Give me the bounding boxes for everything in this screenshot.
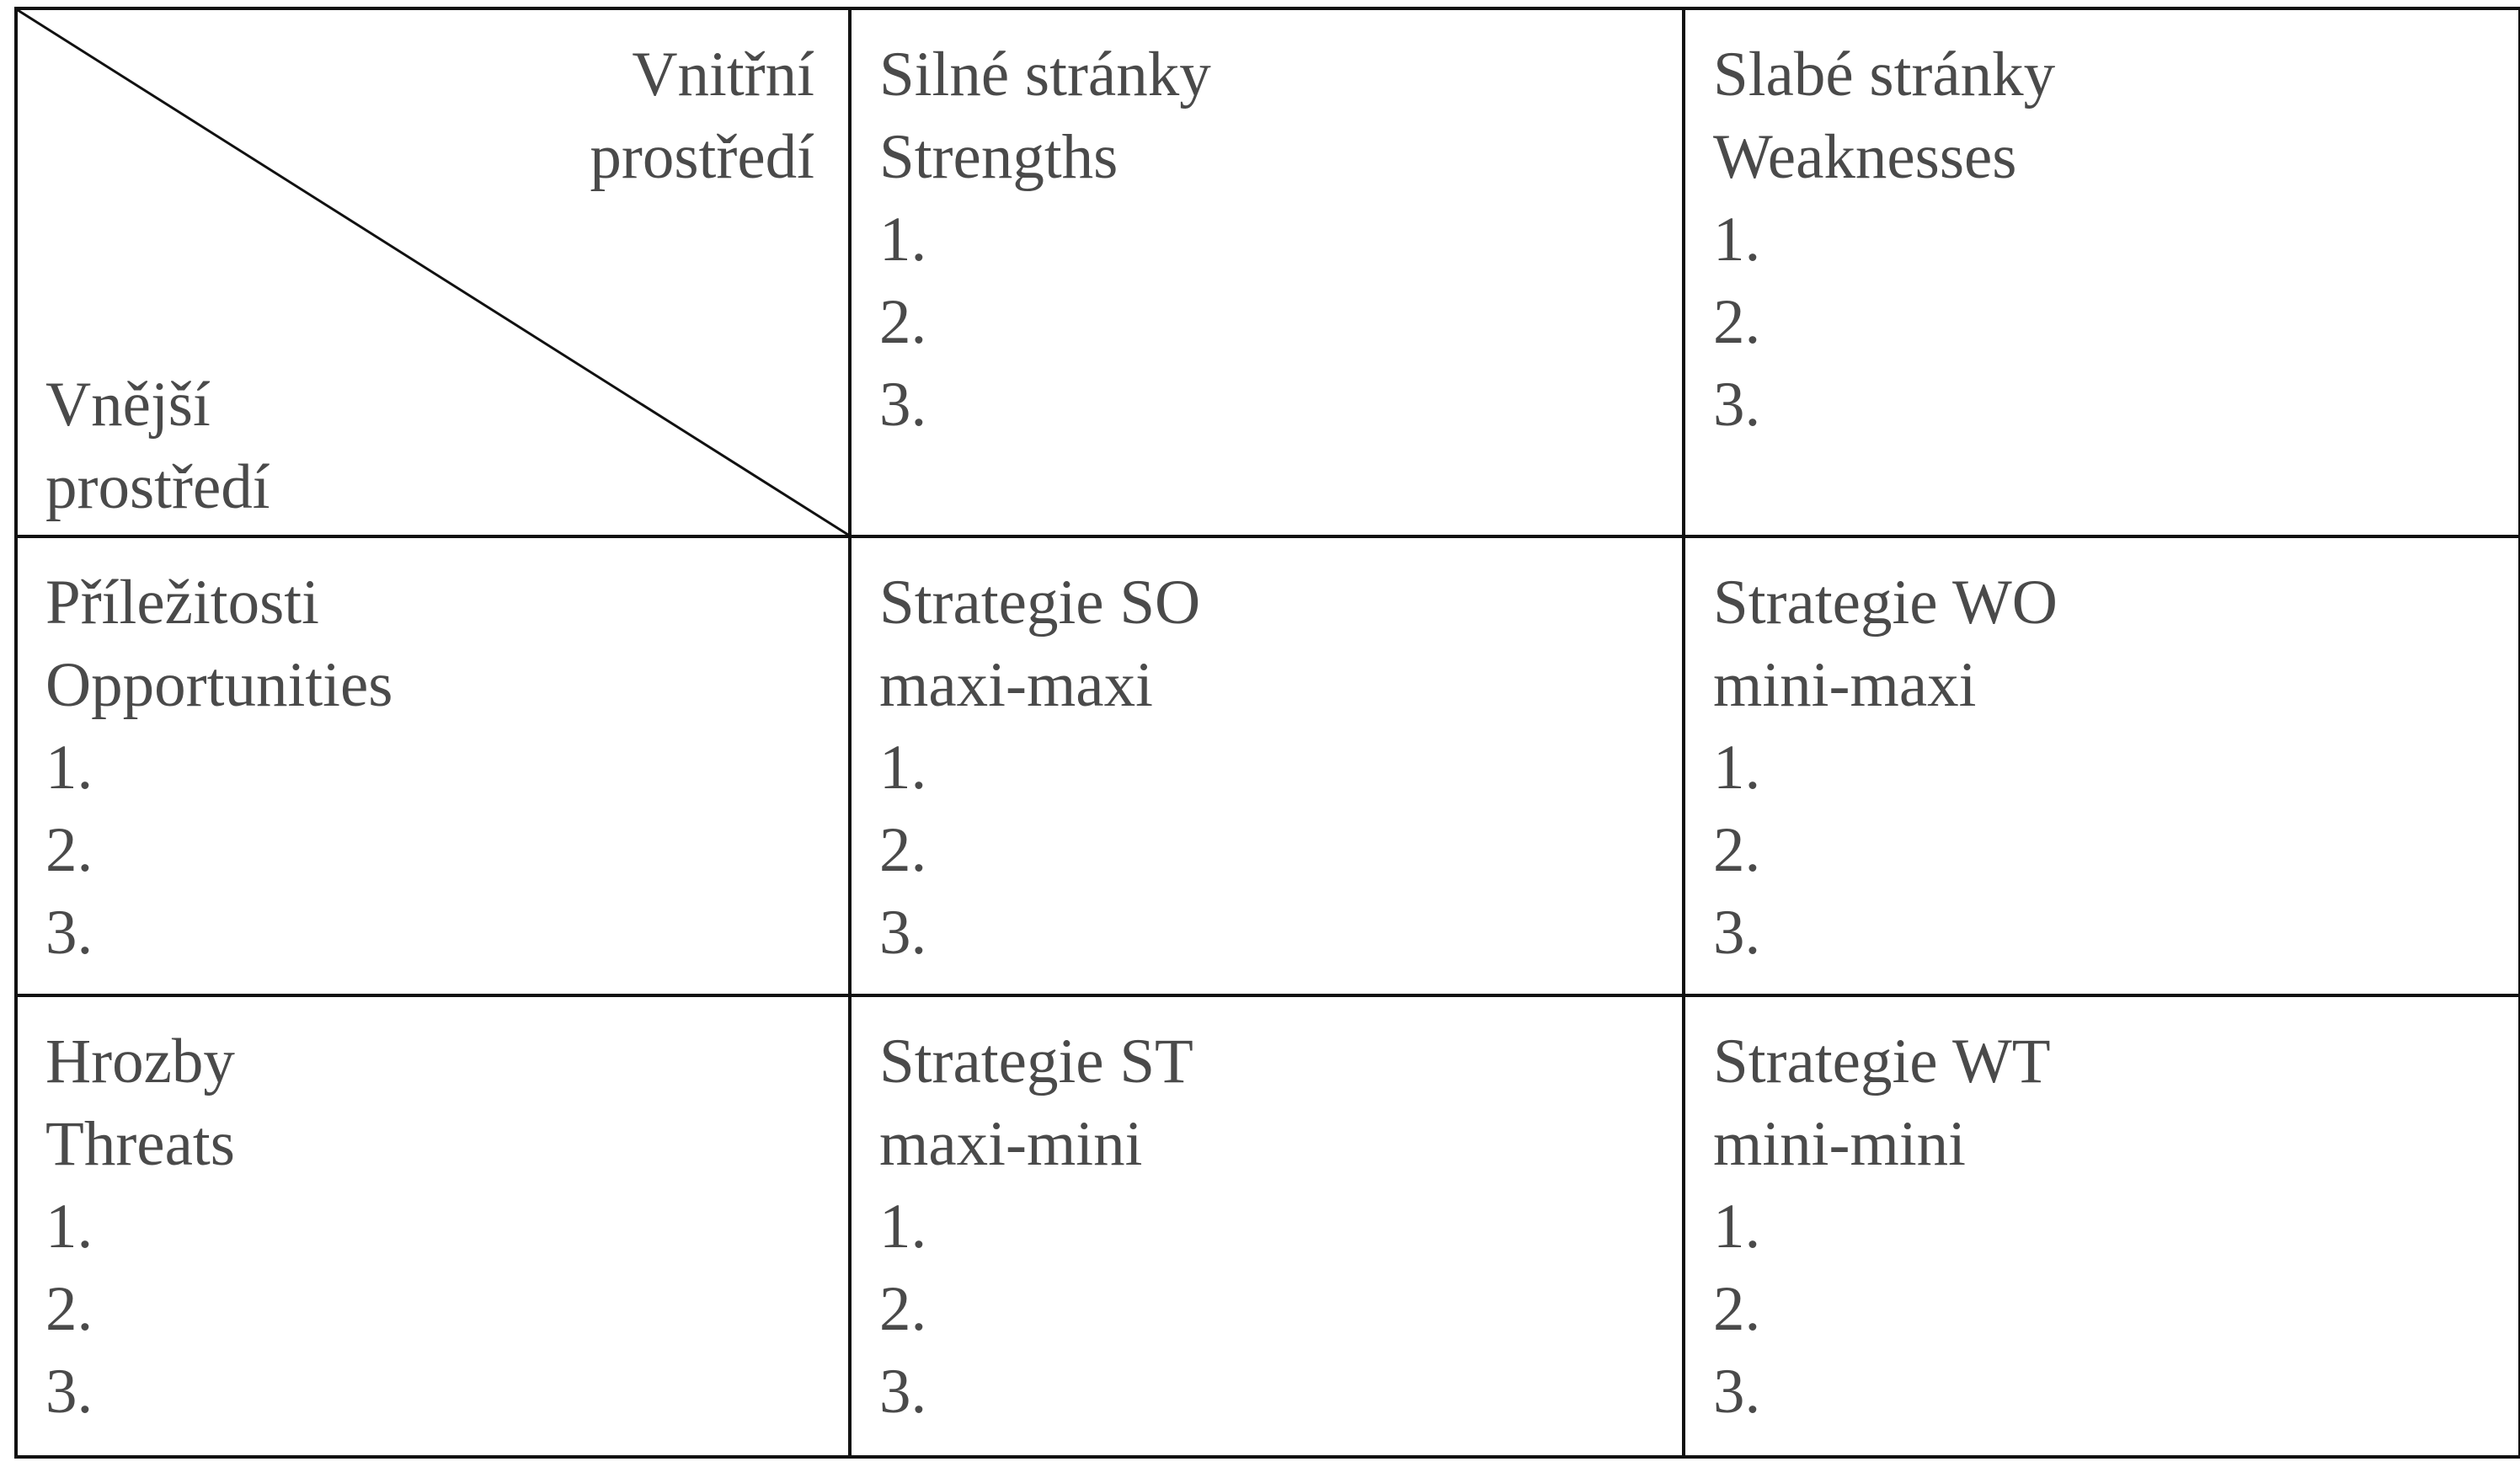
weaknesses-cell: Slabé stránky Weaknesses 1. 2. 3. xyxy=(1682,7,2520,538)
strategy-wo-subtitle: mini-maxi xyxy=(1713,650,1977,720)
strategy-so-title: Strategie SO xyxy=(879,568,1201,637)
weaknesses-item-3: 3. xyxy=(1713,370,1761,440)
opportunities-item-2: 2. xyxy=(45,815,93,885)
strengths-item-1: 1. xyxy=(879,205,927,275)
strategy-so-subtitle: maxi-maxi xyxy=(879,650,1153,720)
threats-row: Hrozby Threats 1. 2. 3. Strategie ST max… xyxy=(14,994,2520,1459)
weaknesses-item-1: 1. xyxy=(1713,205,1761,275)
strategy-st-item-1: 1. xyxy=(879,1192,927,1262)
opportunities-title-cz: Příležitosti xyxy=(45,568,319,637)
external-label-line2: prostředí xyxy=(45,452,270,522)
opportunities-title-en: Opportunities xyxy=(45,650,393,720)
threats-title-en: Threats xyxy=(45,1109,235,1179)
external-environment-label: Vnější prostředí xyxy=(45,364,270,529)
threats-item-3: 3. xyxy=(45,1357,93,1427)
internal-label-line2: prostředí xyxy=(590,122,814,192)
strategy-so-item-3: 3. xyxy=(879,898,927,968)
internal-environment-label: Vnitřní prostředí xyxy=(590,34,814,199)
strategy-wo-title: Strategie WO xyxy=(1713,568,2058,637)
strategy-so-item-2: 2. xyxy=(879,815,927,885)
threats-cell: Hrozby Threats 1. 2. 3. xyxy=(14,994,852,1459)
strategy-wo-cell: Strategie WO mini-maxi 1. 2. 3. xyxy=(1682,535,2520,997)
strategy-wt-item-1: 1. xyxy=(1713,1192,1761,1262)
strengths-title-en: Strengths xyxy=(879,122,1119,192)
threats-title-cz: Hrozby xyxy=(45,1027,235,1096)
strengths-item-3: 3. xyxy=(879,370,927,440)
swot-matrix-table: Vnitřní prostředí Vnější prostředí Silné… xyxy=(14,7,2520,1459)
strategy-wo-item-3: 3. xyxy=(1713,898,1761,968)
internal-label-line1: Vnitřní xyxy=(632,40,814,109)
strategy-wo-item-2: 2. xyxy=(1713,815,1761,885)
opportunities-item-1: 1. xyxy=(45,733,93,803)
corner-cell: Vnitřní prostředí Vnější prostředí xyxy=(14,7,852,538)
strategy-wt-item-3: 3. xyxy=(1713,1357,1761,1427)
strategy-wt-title: Strategie WT xyxy=(1713,1027,2051,1096)
opportunities-row: Příležitosti Opportunities 1. 2. 3. Stra… xyxy=(14,535,2520,997)
strategy-wt-item-2: 2. xyxy=(1713,1274,1761,1344)
diagonal-line xyxy=(18,10,848,535)
opportunities-item-3: 3. xyxy=(45,898,93,968)
strategy-so-item-1: 1. xyxy=(879,733,927,803)
weaknesses-title-en: Weaknesses xyxy=(1713,122,2017,192)
external-label-line1: Vnější xyxy=(45,370,211,440)
strengths-cell: Silné stránky Strengths 1. 2. 3. xyxy=(848,7,1685,538)
strategy-st-subtitle: maxi-mini xyxy=(879,1109,1143,1179)
strengths-item-2: 2. xyxy=(879,287,927,357)
strategy-st-item-3: 3. xyxy=(879,1357,927,1427)
opportunities-cell: Příležitosti Opportunities 1. 2. 3. xyxy=(14,535,852,997)
strategy-so-cell: Strategie SO maxi-maxi 1. 2. 3. xyxy=(848,535,1685,997)
strategy-wt-subtitle: mini-mini xyxy=(1713,1109,1966,1179)
strategy-st-item-2: 2. xyxy=(879,1274,927,1344)
threats-item-2: 2. xyxy=(45,1274,93,1344)
threats-item-1: 1. xyxy=(45,1192,93,1262)
strengths-title-cz: Silné stránky xyxy=(879,40,1211,109)
strategy-st-cell: Strategie ST maxi-mini 1. 2. 3. xyxy=(848,994,1685,1459)
strategy-st-title: Strategie ST xyxy=(879,1027,1193,1096)
weaknesses-title-cz: Slabé stránky xyxy=(1713,40,2056,109)
weaknesses-item-2: 2. xyxy=(1713,287,1761,357)
strategy-wt-cell: Strategie WT mini-mini 1. 2. 3. xyxy=(1682,994,2520,1459)
strategy-wo-item-1: 1. xyxy=(1713,733,1761,803)
header-row: Vnitřní prostředí Vnější prostředí Silné… xyxy=(14,7,2520,538)
